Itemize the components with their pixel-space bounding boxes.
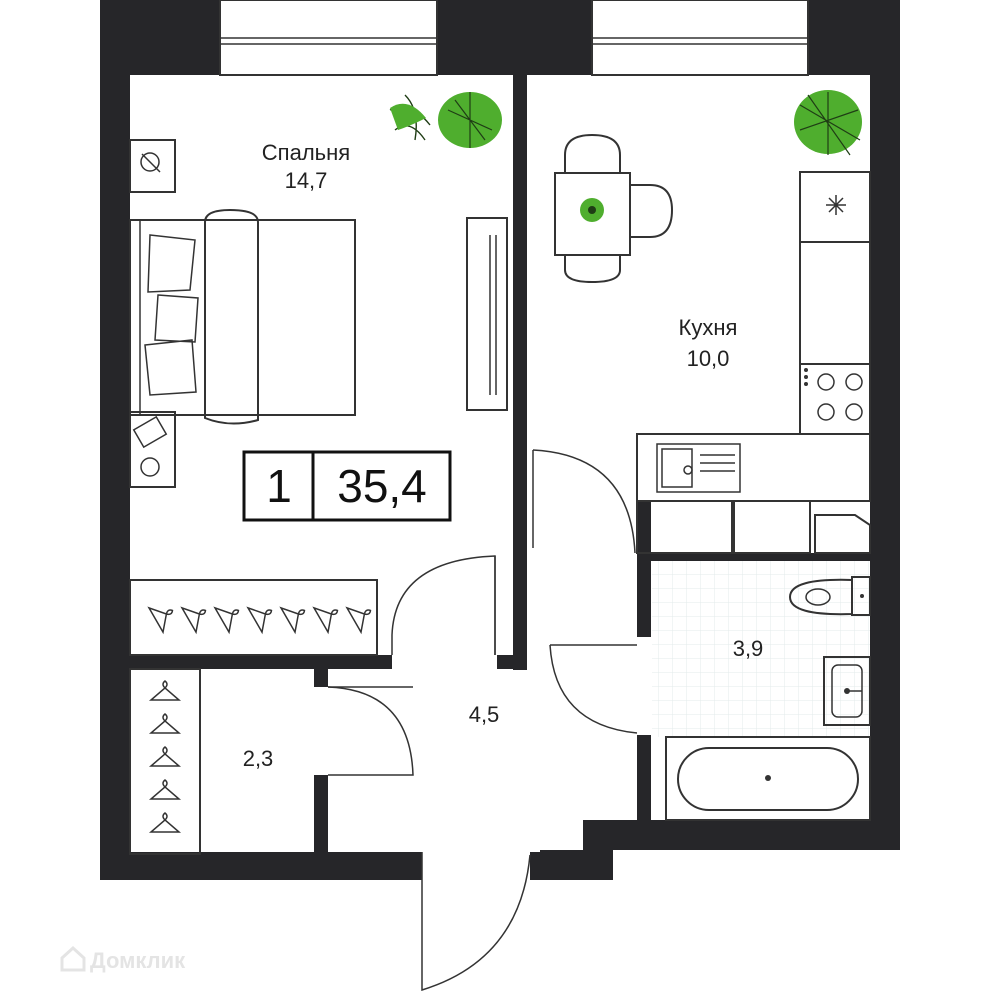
hanger-icon <box>213 606 240 635</box>
hanger-icon <box>279 606 306 635</box>
bedroom-area: 14,7 <box>285 168 328 193</box>
door-entrance[interactable] <box>421 852 531 992</box>
apartment-summary-badge: 1 35,4 <box>242 450 452 522</box>
watermark: Домклик <box>60 945 186 973</box>
hanger-column-closet <box>148 680 182 833</box>
watermark-text: Домклик <box>90 948 186 973</box>
nightstand-bottom <box>129 411 176 488</box>
kitchen-counter <box>636 241 871 554</box>
door-kitchen[interactable] <box>532 449 636 554</box>
house-logo-icon <box>60 945 86 972</box>
hanger-row-bedroom <box>147 606 372 635</box>
hanger-icon <box>148 746 182 767</box>
wardrobe-closet <box>129 668 201 855</box>
hanger-icon <box>148 713 182 734</box>
total-area: 35,4 <box>337 460 427 512</box>
kitchen-name: Кухня <box>679 315 738 340</box>
window-bedroom <box>219 0 438 76</box>
bedroom-plant <box>389 92 502 148</box>
wardrobe-room-area: 2,3 <box>243 746 274 771</box>
hanger-icon <box>345 606 372 635</box>
nightstand-top <box>129 139 176 193</box>
toilet <box>788 576 871 616</box>
hallway-area: 4,5 <box>469 702 500 727</box>
wardrobe-bedroom <box>129 579 378 656</box>
bedroom-name: Спальня <box>262 140 350 165</box>
hanger-icon <box>148 812 182 833</box>
tv-stand <box>466 217 508 411</box>
fridge <box>799 171 871 243</box>
rooms-count: 1 <box>266 460 292 512</box>
door-wardrobe[interactable] <box>327 686 414 776</box>
hanger-icon <box>148 779 182 800</box>
walls <box>100 0 900 880</box>
door-bedroom[interactable] <box>391 555 496 655</box>
bathroom-area: 3,9 <box>733 636 764 661</box>
kitchen-plant <box>794 90 862 156</box>
hanger-icon <box>312 606 339 635</box>
door-bathroom[interactable] <box>549 644 638 734</box>
dining-table <box>554 133 674 284</box>
kitchen-area: 10,0 <box>687 346 730 371</box>
hanger-icon <box>180 606 207 635</box>
bed <box>129 208 356 425</box>
washbasin <box>823 656 871 726</box>
bathroom-tile-floor <box>652 557 870 737</box>
window-kitchen <box>591 0 809 76</box>
hanger-icon <box>246 606 273 635</box>
hanger-icon <box>148 680 182 701</box>
bathtub <box>665 736 871 821</box>
hanger-icon <box>147 606 174 635</box>
